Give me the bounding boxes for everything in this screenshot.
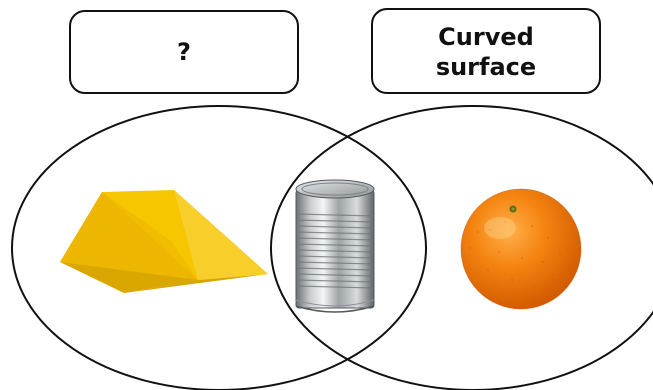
- set-right-label-box: Curved surface: [371, 8, 601, 94]
- set-right-label: Curved surface: [436, 22, 536, 82]
- tin-can-icon: [296, 180, 374, 312]
- triangular-prism-icon: [60, 190, 268, 293]
- set-left-label-box: ?: [69, 10, 299, 94]
- set-left-label: ?: [177, 37, 191, 67]
- orange-icon: [461, 189, 581, 309]
